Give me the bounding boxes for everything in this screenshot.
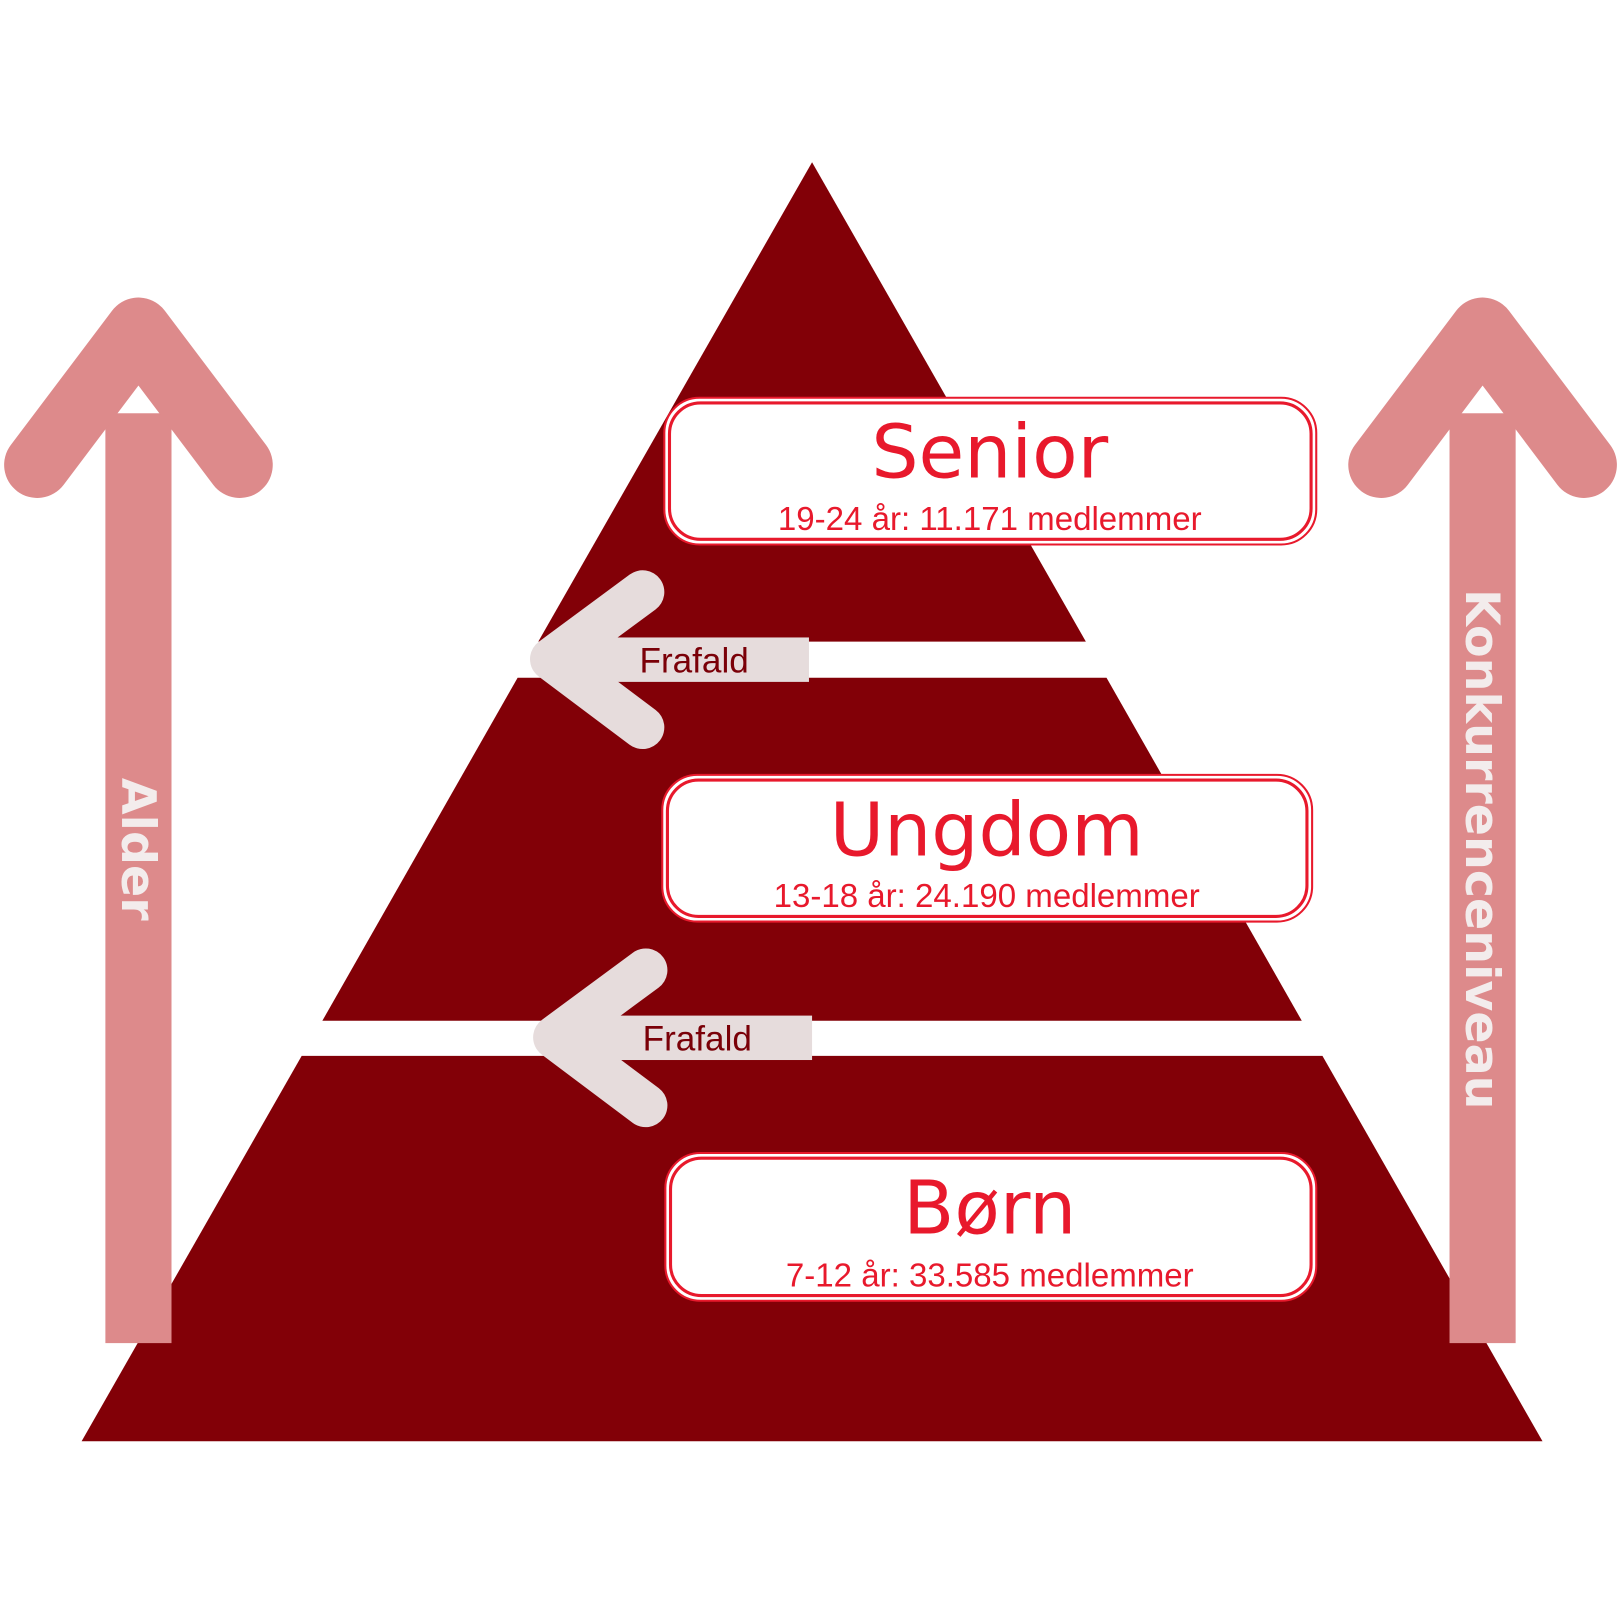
level-title: Ungdom [830,786,1144,873]
level-born: Børn 7-12 år: 33.585 medlemmer [664,1151,1318,1302]
arrow-left-icon [533,948,668,1128]
dropout-label: Frafald [643,1020,752,1059]
dropout-arrow-2: Frafald [533,948,813,1128]
competition-arrow-icon [1348,297,1617,1344]
dropout-arrow-1: Frafald [530,570,809,750]
arrow-left-icon [530,570,665,750]
level-detail: 19-24 år: 11.171 medlemmer [778,501,1202,538]
level-detail: 7-12 år: 33.585 medlemmer [786,1257,1194,1294]
axis-label-age: Alder [110,778,165,921]
age-arrow-icon [4,297,273,1344]
level-ungdom: Ungdom 13-18 år: 24.190 medlemmer [661,773,1314,923]
level-senior: Senior 19-24 år: 11.171 medlemmer [663,396,1318,546]
axis-label-competition: Konkurrenceniveau [1454,589,1509,1109]
level-title: Senior [871,408,1108,495]
dropout-label: Frafald [640,642,749,681]
level-title: Børn [903,1165,1076,1252]
level-detail: 13-18 år: 24.190 medlemmer [774,878,1200,915]
